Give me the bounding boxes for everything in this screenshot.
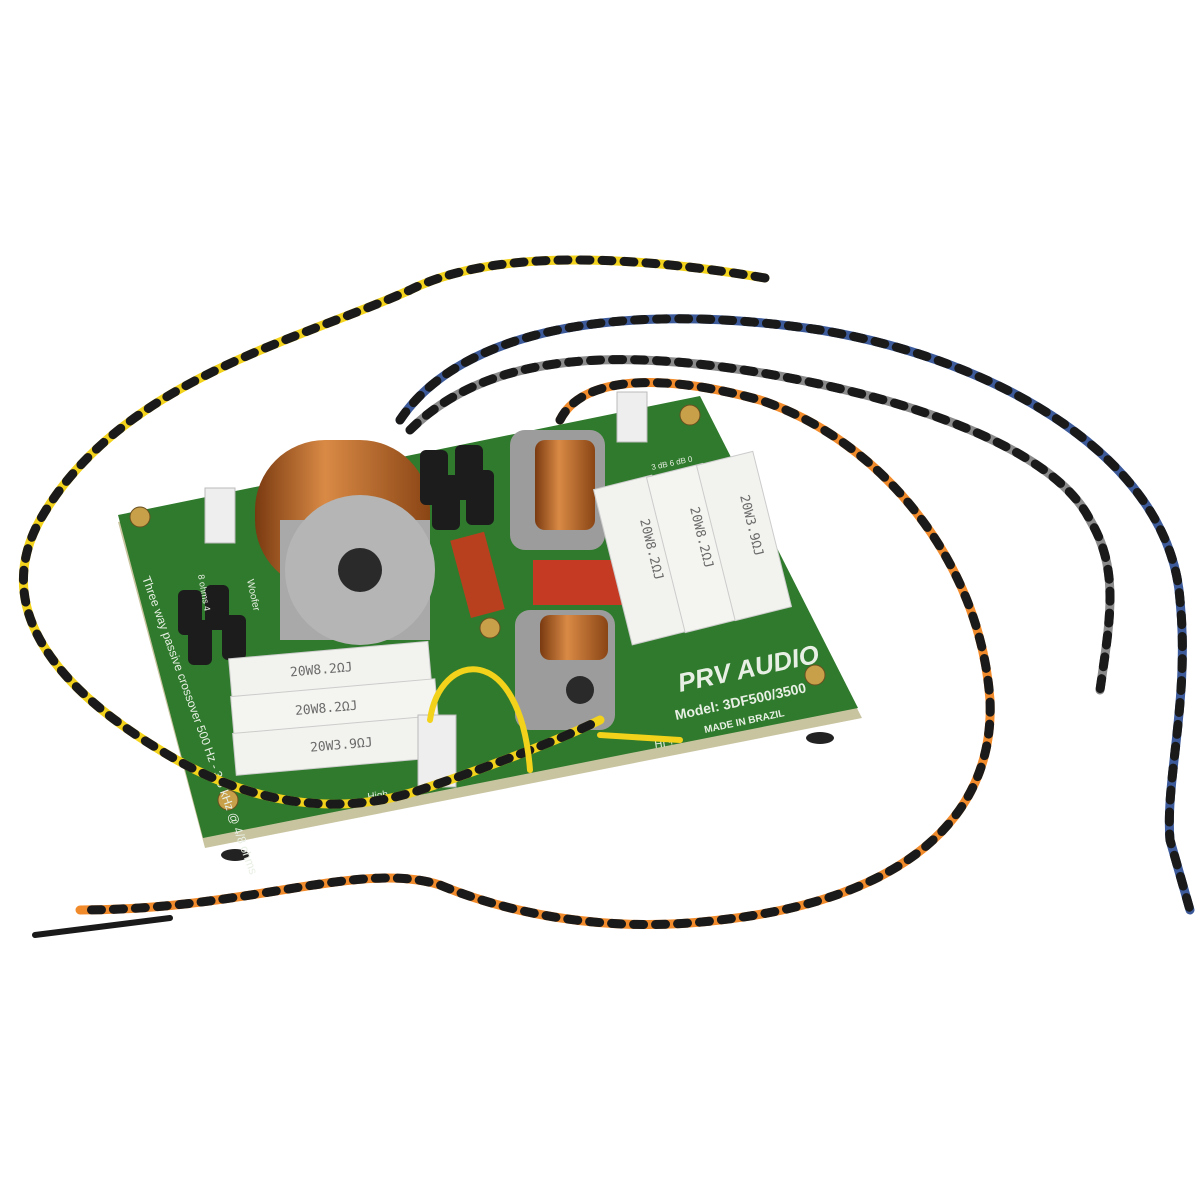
screw-icons	[129, 404, 826, 811]
film-capacitor	[450, 531, 505, 619]
electrolytic-capacitors	[178, 445, 494, 665]
resistor-label: 20W8.2ΩJ	[289, 660, 353, 680]
terminal-block	[616, 391, 648, 443]
terminal-block	[204, 487, 236, 544]
small-inductor	[515, 610, 615, 730]
wires	[19, 255, 1195, 938]
film-capacitor	[533, 560, 628, 605]
yellow-jumper	[427, 666, 683, 773]
power-resistors-right: 20W8.2ΩJ 20W8.2ΩJ 20W3.9ΩJ	[592, 450, 793, 646]
terminal-block	[417, 714, 457, 788]
small-inductor	[510, 430, 605, 550]
large-inductor	[255, 440, 435, 645]
resistor-label: 20W8.2ΩJ	[295, 699, 359, 719]
rubber-foot	[221, 849, 249, 861]
black-wire-end	[32, 915, 173, 938]
power-resistors-left: 20W8.2ΩJ 20W8.2ΩJ 20W3.9ΩJ	[228, 640, 447, 776]
resistor-label: 20W3.9ΩJ	[310, 735, 374, 755]
rubber-foot	[806, 732, 834, 744]
